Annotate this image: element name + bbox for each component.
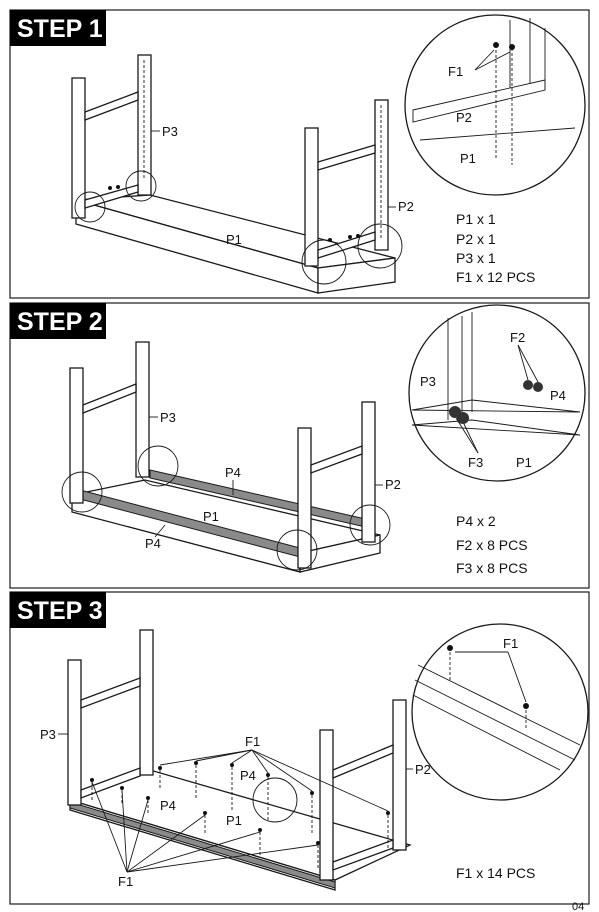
step2-part: F3 x 8 PCS: [456, 560, 528, 576]
step2-label-p3: P3: [160, 410, 176, 425]
step1-parts-list: P1 x 1 P2 x 1 P3 x 1 F1 x 12 PCS: [456, 211, 535, 285]
step3-label-p1: P1: [226, 813, 242, 828]
step3-part: F1 x 14 PCS: [456, 865, 535, 881]
step1-label-p1: P1: [226, 232, 242, 247]
step2-part: P4 x 2: [456, 513, 496, 529]
step1-part: P1 x 1: [456, 211, 496, 227]
step3-label-p4-front: P4: [160, 798, 176, 813]
step1-left-frame: [71, 54, 152, 219]
step2-label-p4-top: P4: [225, 465, 241, 480]
step3-detail-label-f1: F1: [503, 636, 518, 651]
step2-left-frame: [69, 341, 150, 504]
step-1-panel: STEP 1 P3: [9, 9, 590, 299]
step2-parts-list: P4 x 2 F2 x 8 PCS F3 x 8 PCS: [456, 513, 528, 576]
step3-label-f1-bottom: F1: [118, 874, 133, 889]
step2-label-p1: P1: [203, 509, 219, 524]
step2-label-p4-front: P4: [145, 536, 161, 551]
step1-detail-label-p2: P2: [456, 110, 472, 125]
step-2-panel: STEP 2 P3 P4 P1 P2 P4: [9, 302, 590, 589]
step3-leaders-top: [159, 749, 389, 812]
step1-label-p3: P3: [162, 124, 178, 139]
step1-detail-callout: F1 P2 P1: [404, 14, 586, 196]
step1-detail-label-f1: F1: [448, 64, 463, 79]
step2-detail-label-p3: P3: [420, 374, 436, 389]
step3-label-p2: P2: [415, 762, 431, 777]
step3-label-p4-inner: P4: [240, 768, 256, 783]
step3-leaders-bottom: [91, 781, 319, 873]
step1-label-p2: P2: [398, 199, 414, 214]
step3-right-frame: [319, 699, 407, 881]
step2-part: F2 x 8 PCS: [456, 537, 528, 553]
step2-label-p2: P2: [385, 477, 401, 492]
step3-label-f1-top: F1: [245, 734, 260, 749]
step-3-title: STEP 3: [17, 597, 103, 625]
step3-screws: [90, 761, 390, 868]
step2-detail-label-p4: P4: [550, 388, 566, 403]
step1-right-frame: [304, 99, 389, 267]
step2-detail-label-p1: P1: [516, 455, 532, 470]
step2-detail-label-f3: F3: [468, 455, 483, 470]
step1-part: F1 x 12 PCS: [456, 269, 535, 285]
step1-part: P2 x 1: [456, 231, 496, 247]
step2-detail-label-f2: F2: [510, 330, 525, 345]
page-number: 04: [572, 901, 584, 912]
step-1-title: STEP 1: [17, 15, 103, 43]
step2-detail-callout: F2 P3 P4 F3 P1: [408, 304, 586, 482]
step-3-panel: STEP 3: [9, 591, 590, 905]
step1-detail-label-p1: P1: [460, 151, 476, 166]
step1-part: P3 x 1: [456, 250, 496, 266]
step3-detail-callout: F1: [411, 623, 589, 801]
step3-label-p3: P3: [40, 727, 56, 742]
step-2-title: STEP 2: [17, 308, 103, 336]
